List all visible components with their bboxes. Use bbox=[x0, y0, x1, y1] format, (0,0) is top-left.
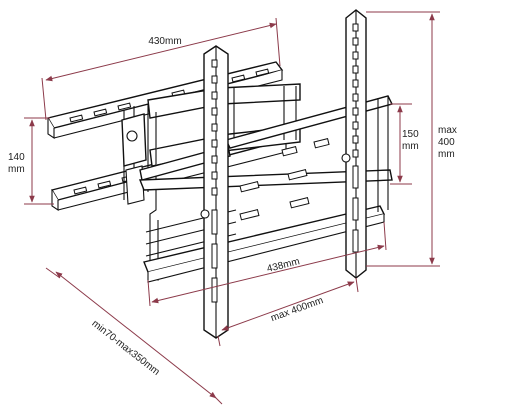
label-150-value: 150 bbox=[402, 129, 419, 140]
label-140-value: 140 bbox=[8, 152, 25, 163]
label-max400-line2: 400 bbox=[438, 137, 455, 148]
dimension-140mm: 140 mm bbox=[8, 117, 54, 205]
label-438mm: 438mm bbox=[266, 256, 301, 275]
vesa-strip-left bbox=[200, 45, 229, 339]
label-140-unit: mm bbox=[8, 164, 25, 175]
dimension-max-400mm-horizontal: max 400mm bbox=[217, 277, 359, 347]
dimension-depth: min70-max350mm bbox=[45, 267, 223, 405]
label-430mm: 430mm bbox=[148, 36, 181, 47]
label-max400-line3: mm bbox=[438, 149, 455, 160]
right-strip-holes bbox=[352, 23, 359, 253]
dimension-150mm: 150 mm bbox=[390, 103, 419, 185]
vesa-strip-right bbox=[341, 9, 367, 279]
label-max400-line1: max bbox=[438, 125, 457, 136]
dimension-430mm: 430mm bbox=[41, 17, 281, 121]
label-150-unit: mm bbox=[402, 141, 419, 152]
